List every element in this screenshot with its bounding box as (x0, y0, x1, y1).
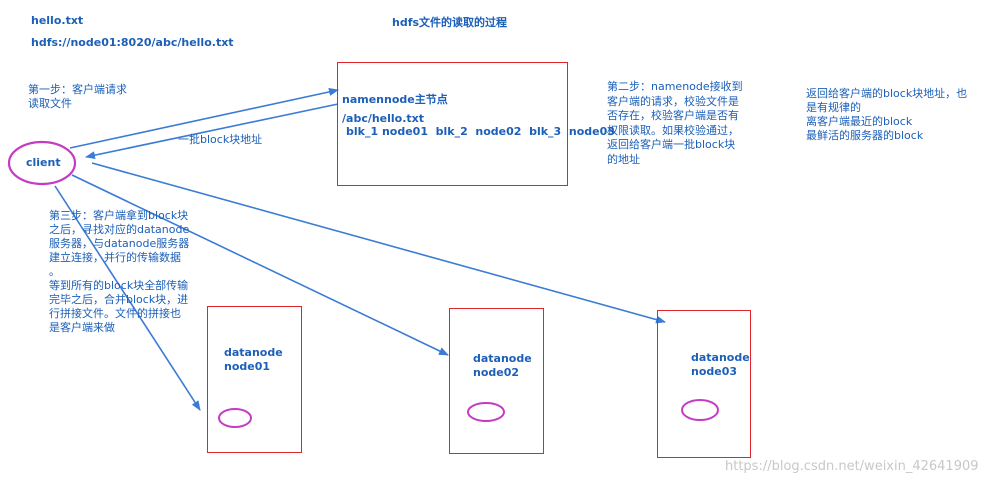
watermark: https://blog.csdn.net/weixin_42641909 (725, 459, 979, 474)
client-label: client (26, 156, 61, 169)
arrow-client-to-namenode (69, 87, 339, 149)
file-name: hello.txt (31, 14, 84, 27)
namenode-path: /abc/hello.txt (342, 112, 425, 125)
arrow-client-to-datanode01 (54, 185, 201, 411)
arrow-client-to-datanode02 (71, 174, 449, 356)
namenode-box (337, 62, 568, 186)
client-ellipse (7, 140, 77, 186)
namenode-blocks: blk_1 node01 blk_2 node02 blk_3 node03 (346, 125, 615, 138)
datanode01-ellipse (218, 408, 252, 428)
step1-text: 第一步：客户端请求读取文件 (28, 83, 127, 110)
datanode03-ellipse (681, 399, 719, 421)
block-address-label: 一批block块地址 (178, 133, 263, 146)
arrow-client-to-datanode03 (91, 162, 666, 324)
arrow-namenode-to-client (85, 103, 339, 160)
datanode02-ellipse (467, 402, 505, 422)
file-path: hdfs://node01:8020/abc/hello.txt (31, 36, 234, 49)
datanode01-box (207, 306, 302, 453)
step2-text: 第二步：namenode接收到客户端的请求，校验文件是否存在，校验客户端是否有权… (607, 80, 743, 166)
datanode02-box (449, 308, 544, 454)
diagram-title: hdfs文件的读取的过程 (392, 16, 508, 29)
datanode03-box (657, 310, 751, 458)
namenode-title: namennode主节点 (342, 93, 448, 106)
